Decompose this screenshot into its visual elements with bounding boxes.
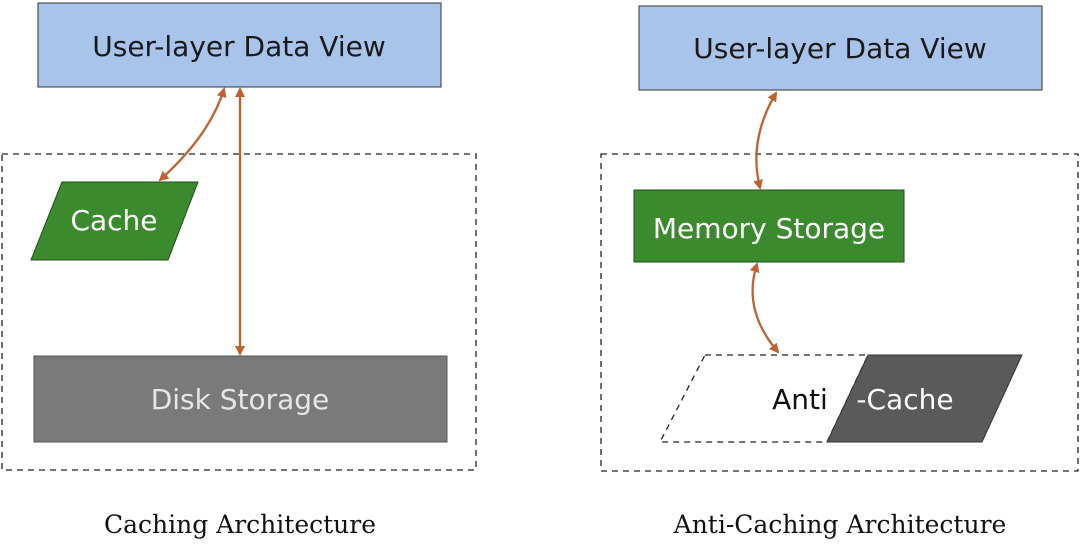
memory-storage-box: Memory Storage (633, 189, 905, 263)
anti-caching-architecture: User-layer Data View Memory Storage Anti… (600, 5, 1079, 539)
left-user-view-label: User-layer Data View (92, 30, 385, 63)
anti-cache-box: Anti -Cache (658, 354, 1023, 443)
left-user-view-box: User-layer Data View (37, 2, 442, 88)
memory-anti-cache-arrow (749, 262, 780, 354)
anti-cache-dark-half (826, 354, 1023, 443)
cache-box: Cache (30, 181, 199, 261)
memory-storage-label: Memory Storage (653, 212, 885, 245)
user-view-cache-arrow (158, 87, 227, 182)
disk-storage-label: Disk Storage (151, 383, 330, 416)
anti-cache-light-half (658, 354, 870, 443)
anti-caching-architecture-caption: Anti-Caching Architecture (673, 510, 1007, 539)
disk-storage-box: Disk Storage (33, 355, 448, 443)
anti-cache-label-cache: -Cache (856, 383, 953, 416)
caching-architecture: User-layer Data View Cache Disk Storage … (1, 2, 477, 539)
right-user-view-label: User-layer Data View (693, 32, 986, 65)
cache-label: Cache (70, 204, 157, 237)
user-view-memory-arrow (753, 91, 778, 190)
caching-architecture-caption: Caching Architecture (104, 510, 376, 539)
right-user-view-box: User-layer Data View (638, 5, 1043, 91)
anti-cache-label-anti: Anti (772, 383, 828, 416)
